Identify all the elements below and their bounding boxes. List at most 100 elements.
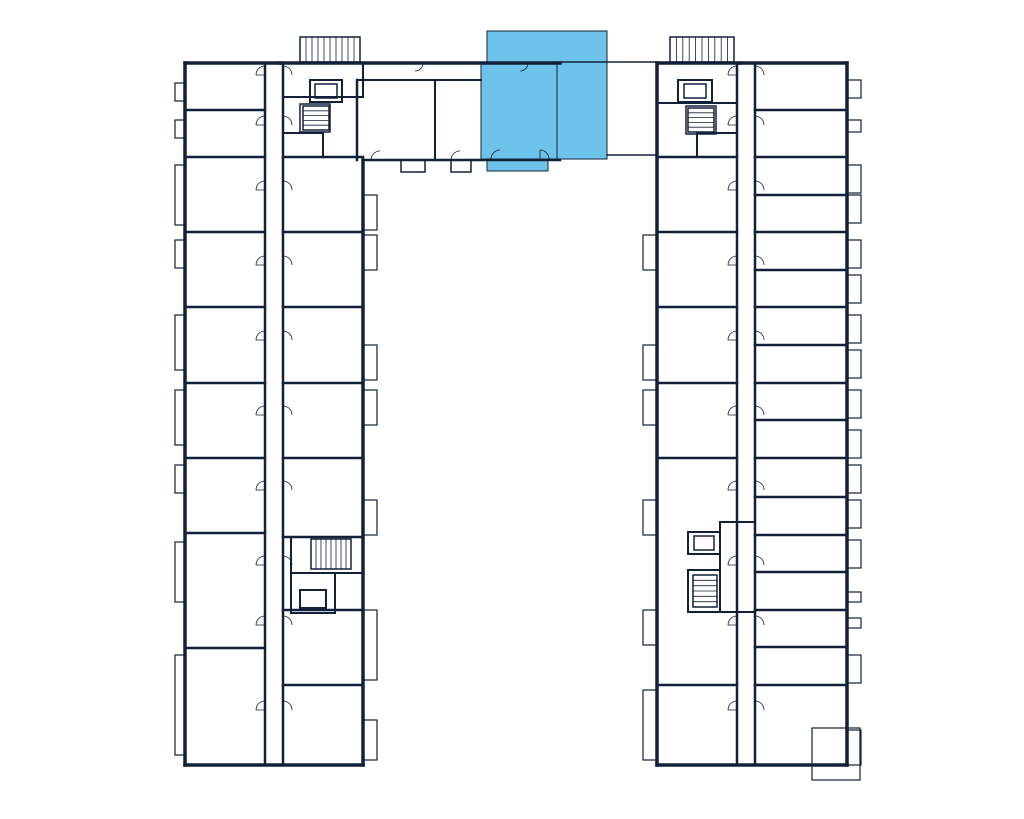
right-inner-balcony bbox=[642, 389, 658, 426]
left-west-door bbox=[255, 700, 266, 711]
right-outer-balcony bbox=[846, 389, 862, 419]
right-east-door bbox=[754, 180, 765, 191]
balconies bbox=[174, 79, 862, 781]
right-wing bbox=[655, 61, 849, 767]
right-outer-balcony bbox=[846, 617, 862, 629]
right-inner-balcony bbox=[642, 609, 658, 646]
left-outer-balcony bbox=[174, 541, 186, 603]
connector-niche-2 bbox=[450, 159, 472, 173]
right-corner-terrace bbox=[811, 727, 861, 781]
right-lower-elevator-inner bbox=[693, 535, 715, 551]
right-west-door bbox=[727, 115, 738, 126]
left-east-door bbox=[282, 405, 293, 416]
right-inner-balcony bbox=[642, 499, 658, 536]
right-west-door bbox=[727, 330, 738, 341]
right-outer-balcony bbox=[846, 729, 862, 766]
left-wing bbox=[183, 61, 365, 767]
connector-door-top-1 bbox=[414, 62, 424, 72]
right-east-door bbox=[754, 330, 765, 341]
left-inner-balcony bbox=[362, 234, 378, 271]
left-outer-balcony bbox=[174, 654, 186, 756]
right-west-door bbox=[727, 255, 738, 266]
left-upper-stair bbox=[299, 103, 331, 133]
right-upper-stair bbox=[685, 105, 717, 135]
left-east-door bbox=[282, 480, 293, 491]
selected-apartment-room-side bbox=[556, 61, 608, 160]
right-east-door bbox=[754, 115, 765, 126]
left-outer-balcony bbox=[174, 389, 186, 446]
left-lower-elevator bbox=[299, 589, 327, 609]
right-west-door bbox=[727, 615, 738, 626]
stair-upper-left-frame bbox=[302, 105, 330, 131]
right-outer-balcony bbox=[846, 464, 862, 494]
right-west-door bbox=[727, 555, 738, 566]
right-inner-balcony bbox=[642, 689, 658, 761]
right-outer-balcony bbox=[846, 349, 862, 379]
right-upper-elevator bbox=[677, 79, 713, 103]
selected-apartment-balcony bbox=[486, 30, 608, 63]
connector-door-3 bbox=[539, 149, 550, 160]
right-upper-elevator-inner bbox=[683, 83, 707, 99]
left-west-door bbox=[255, 480, 266, 491]
right-east-door bbox=[754, 555, 765, 566]
left-upper-elevator bbox=[309, 79, 343, 103]
connector-door-1 bbox=[370, 150, 381, 161]
right-outer-balcony bbox=[846, 194, 862, 224]
left-west-door bbox=[255, 405, 266, 416]
left-east-door bbox=[282, 330, 293, 341]
stair-upper-right-frame bbox=[687, 107, 715, 133]
right-east-door bbox=[754, 405, 765, 416]
right-west-door bbox=[727, 180, 738, 191]
left-east-door bbox=[282, 65, 293, 76]
left-east-door bbox=[282, 255, 293, 266]
right-outer-balcony bbox=[846, 119, 862, 133]
right-outer-balcony bbox=[846, 654, 862, 684]
left-inner-balcony bbox=[362, 609, 378, 681]
right-east-door bbox=[754, 255, 765, 266]
right-upper-core bbox=[656, 62, 738, 104]
right-inner-balcony bbox=[642, 344, 658, 381]
left-west-door bbox=[255, 615, 266, 626]
left-upper-elevator-inner bbox=[314, 83, 338, 99]
right-west-door bbox=[727, 65, 738, 76]
right-west-door bbox=[727, 405, 738, 416]
left-west-door bbox=[255, 255, 266, 266]
left-east-door bbox=[282, 700, 293, 711]
left-outer-balcony bbox=[174, 239, 186, 269]
right-west-door bbox=[727, 700, 738, 711]
selected-apartment-room-main bbox=[480, 61, 558, 160]
left-outer-balcony bbox=[174, 314, 186, 371]
left-inner-balcony bbox=[362, 194, 378, 231]
left-outer-balcony bbox=[174, 164, 186, 226]
left-east-door bbox=[282, 115, 293, 126]
right-east-door bbox=[754, 480, 765, 491]
right-east-door bbox=[754, 700, 765, 711]
apartment-entry-door bbox=[490, 149, 501, 160]
left-west-door bbox=[255, 65, 266, 76]
connector-door-2 bbox=[450, 150, 461, 161]
right-outer-balcony bbox=[846, 239, 862, 269]
left-inner-balcony bbox=[362, 719, 378, 761]
stairwells bbox=[299, 36, 735, 608]
right-lower-core bbox=[719, 521, 756, 613]
left-east-door bbox=[282, 180, 293, 191]
right-outer-balcony bbox=[846, 539, 862, 569]
left-east-door bbox=[282, 555, 293, 566]
left-east-door bbox=[282, 615, 293, 626]
left-inner-balcony bbox=[362, 344, 378, 381]
right-east-door bbox=[754, 615, 765, 626]
right-outer-balcony bbox=[846, 164, 862, 194]
right-outer-balcony bbox=[846, 314, 862, 344]
left-outer-balcony bbox=[174, 464, 186, 494]
left-lower-elevator-core bbox=[290, 572, 336, 614]
right-inner-balcony bbox=[642, 234, 658, 271]
left-west-door bbox=[255, 330, 266, 341]
left-west-door bbox=[255, 555, 266, 566]
right-east-door bbox=[754, 65, 765, 76]
connector-door-top-2 bbox=[519, 62, 529, 72]
right-upper-shaft bbox=[696, 132, 738, 158]
right-outer-balcony bbox=[846, 274, 862, 304]
connector-niche-1 bbox=[400, 159, 426, 173]
right-outer-balcony bbox=[846, 79, 862, 99]
